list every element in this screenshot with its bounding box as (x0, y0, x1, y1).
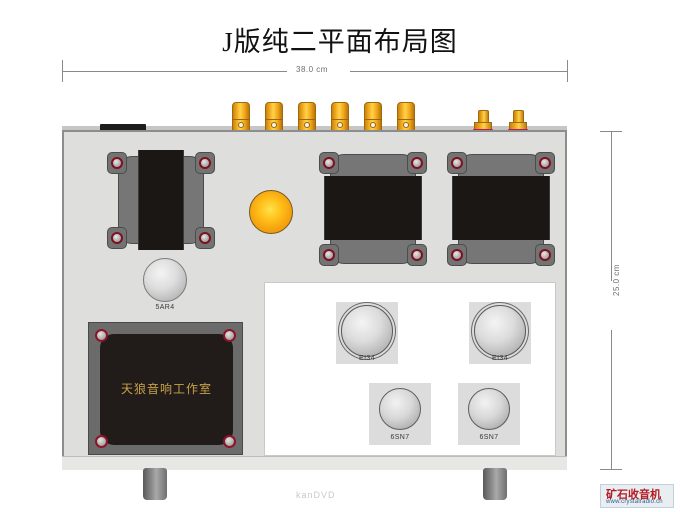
dim-height-line-top (611, 131, 612, 281)
power-transformer-core (138, 150, 184, 250)
brand-plate-screw-br (223, 435, 236, 448)
dim-height-label: 25.0 cm (612, 264, 621, 296)
binding-post-4-hole (337, 122, 343, 128)
output-transformer-right[interactable] (446, 150, 556, 268)
output-transformer-left-core (324, 176, 422, 240)
tube-socket-el34-right[interactable] (474, 305, 526, 357)
tube-label-el34-left: EI34 (359, 355, 375, 362)
tube-socket-6sn7-right[interactable] (468, 388, 510, 430)
output-transformer-right-core (452, 176, 550, 240)
brand-plate-screw-tr (223, 329, 236, 342)
binding-post-6-hole (403, 122, 409, 128)
brand-plate-inner: 天狼音响工作室 (100, 334, 233, 445)
binding-post-6-band (397, 119, 415, 120)
tube-socket-6sn7-left[interactable] (379, 388, 421, 430)
tube-label-6sn7-right: 6SN7 (479, 434, 499, 441)
binding-post-1-hole (238, 122, 244, 128)
tube-socket-5ar4[interactable] (143, 258, 187, 302)
binding-post-3-hole (304, 122, 310, 128)
tube-socket-el34-left[interactable] (341, 305, 393, 357)
watermark-logo-name: 矿石收音机 (606, 489, 661, 501)
power-indicator-lamp[interactable] (249, 190, 293, 234)
chassis-foot-left (143, 468, 167, 500)
brand-plate-screw-bl (95, 435, 108, 448)
binding-post-1-band (232, 119, 250, 120)
binding-post-2-hole (271, 122, 277, 128)
output-transformer-left-screw-tr (411, 157, 423, 169)
chassis-front-lip (62, 456, 567, 470)
output-transformer-right-screw-tr (539, 157, 551, 169)
binding-post-5-hole (370, 122, 376, 128)
dim-height-line-bottom (611, 330, 612, 469)
power-inlet[interactable] (100, 124, 146, 131)
power-transformer-screw-bl (111, 232, 123, 244)
binding-post-5-band (364, 119, 382, 120)
output-transformer-left-screw-br (411, 249, 423, 261)
tube-label-5ar4: 5AR4 (155, 304, 175, 311)
output-transformer-right-screw-br (539, 249, 551, 261)
page-title: J版纯二平面布局图 (222, 27, 458, 57)
brand-plate-text: 天狼音响工作室 (120, 382, 212, 396)
binding-post-3-band (298, 119, 316, 120)
chassis-foot-right (483, 468, 507, 500)
power-transformer-screw-br (199, 232, 211, 244)
output-transformer-left-screw-bl (323, 249, 335, 261)
output-transformer-right-screw-bl (451, 249, 463, 261)
dim-width-label: 38.0 cm (296, 65, 328, 74)
output-transformer-right-screw-tl (451, 157, 463, 169)
watermark-logo-url: www.crystalradio.cn (606, 499, 663, 505)
dim-width-line-left (62, 71, 287, 72)
power-transformer[interactable] (106, 150, 216, 250)
watermark-center: kanDVD (296, 490, 336, 500)
dim-width-line-right (350, 71, 567, 72)
power-transformer-screw-tr (199, 157, 211, 169)
power-transformer-screw-tl (111, 157, 123, 169)
output-transformer-left[interactable] (318, 150, 428, 268)
dim-height-tick-bottom (600, 469, 622, 470)
binding-post-2-band (265, 119, 283, 120)
watermark-site-logo: 矿石收音机 www.crystalradio.cn (600, 484, 674, 508)
output-transformer-left-screw-tl (323, 157, 335, 169)
tube-label-el34-right: EI34 (492, 355, 508, 362)
dim-width-tick-right (567, 60, 568, 82)
binding-post-4-band (331, 119, 349, 120)
brand-plate: 天狼音响工作室 (88, 322, 243, 455)
tube-label-6sn7-left: 6SN7 (390, 434, 410, 441)
brand-plate-screw-tl (95, 329, 108, 342)
